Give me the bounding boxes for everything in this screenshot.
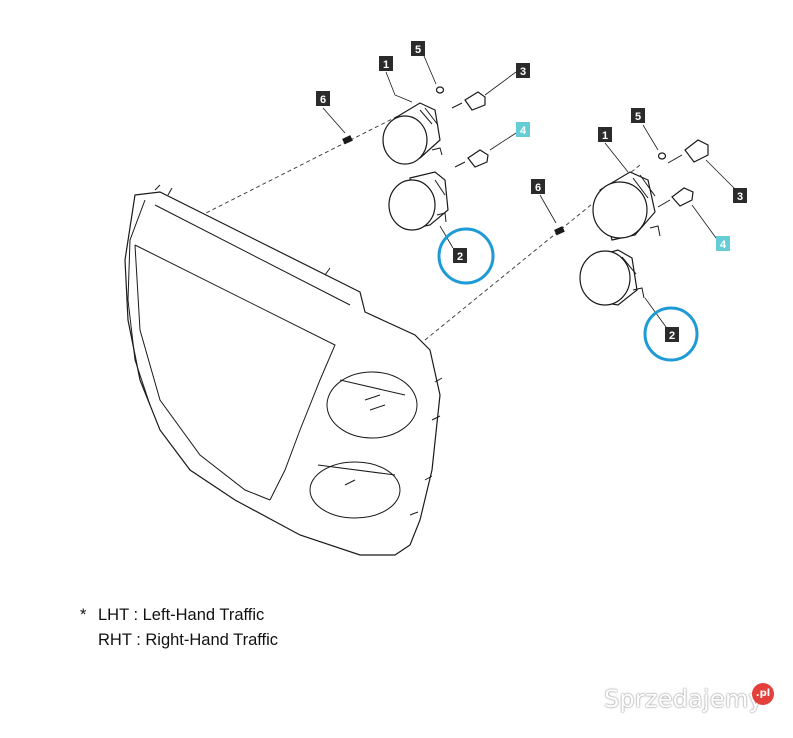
callout-right-1: 1 [598, 127, 612, 142]
highlight-ring-right-2 [643, 306, 699, 362]
legend-row-rht: RHT : Right-Hand Traffic [80, 628, 278, 653]
callout-right-4: 4 [716, 236, 730, 251]
svg-text:6: 6 [320, 94, 326, 106]
leader-lines [322, 55, 737, 328]
svg-text:3: 3 [737, 191, 743, 203]
left-bulb-3 [451, 91, 486, 111]
callout-right-6: 6 [531, 179, 545, 194]
callout-right-2: 2 [665, 327, 679, 342]
callout-left-5: 5 [411, 41, 425, 56]
right-upper-lamp [592, 171, 661, 241]
left-bulb-4 [454, 149, 489, 168]
callout-left-3: 3 [516, 63, 530, 78]
legend-row-lht: * LHT : Left-Hand Traffic [80, 603, 278, 628]
left-clip-6 [342, 135, 353, 145]
svg-text:5: 5 [635, 111, 641, 123]
callout-left-6: 6 [316, 91, 330, 106]
left-upper-lamp [382, 102, 443, 165]
right-clip-6 [554, 226, 565, 236]
legend-rht: RHT : Right-Hand Traffic [98, 631, 279, 649]
right-nut-5 [657, 152, 667, 160]
svg-text:6: 6 [535, 182, 541, 194]
callout-right-5: 5 [631, 108, 645, 123]
callout-left-2: 2 [453, 248, 467, 263]
highlight-ring-left-2 [437, 227, 495, 285]
left-lower-lamp [388, 171, 449, 231]
svg-text:4: 4 [520, 125, 527, 137]
svg-text:1: 1 [602, 130, 608, 142]
legend-marker: * [80, 606, 87, 624]
left-assembly-line [199, 109, 411, 217]
headlamp-housing [124, 184, 443, 556]
svg-text:1: 1 [383, 59, 389, 71]
right-lower-lamp [579, 249, 645, 306]
legend-lht: LHT : Left-Hand Traffic [98, 606, 265, 624]
left-nut-5 [435, 86, 445, 94]
svg-text:2: 2 [457, 251, 463, 263]
svg-text:4: 4 [720, 239, 727, 251]
callout-right-3: 3 [733, 188, 747, 203]
svg-text:3: 3 [520, 66, 526, 78]
right-bulb-4 [657, 187, 694, 208]
right-bulb-3 [667, 139, 709, 164]
watermark-text: Sprzedajemy [604, 685, 763, 713]
svg-text:2: 2 [669, 330, 675, 342]
svg-text:5: 5 [415, 44, 421, 56]
watermark-badge: .pl [752, 683, 774, 705]
traffic-legend: * LHT : Left-Hand Traffic RHT : Right-Han… [80, 603, 278, 653]
callout-left-4: 4 [516, 122, 530, 137]
callout-left-1: 1 [379, 56, 393, 71]
